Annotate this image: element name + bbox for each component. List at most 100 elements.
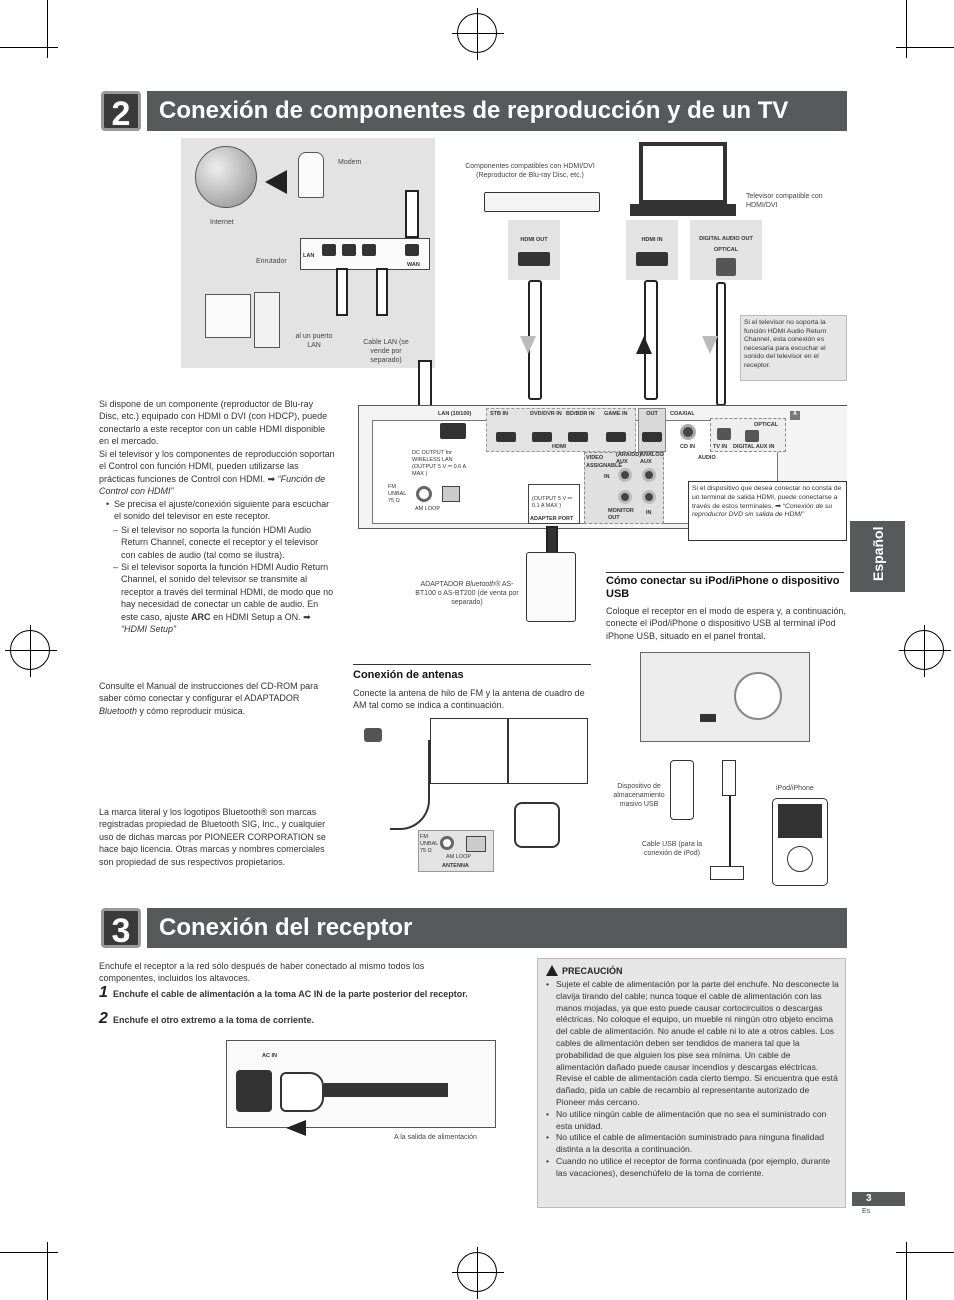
coaxial-label: COAXIAL xyxy=(670,411,695,417)
ipod-text: Coloque el receptor en el modo de espera… xyxy=(606,606,846,641)
outlet-label: A la salida de alimentación xyxy=(394,1134,477,1141)
stb-in-label: STB IN xyxy=(490,411,509,417)
hdmi-out-panel xyxy=(508,220,560,280)
step-number: 1 xyxy=(99,984,108,1001)
trademark-paragraph: La marca literal y los logotipos Bluetoo… xyxy=(99,807,326,867)
crop-mark xyxy=(47,0,48,58)
section-title: Conexión de componentes de reproducción … xyxy=(147,91,847,131)
hdmi-port xyxy=(636,252,668,266)
adapter-connector xyxy=(546,526,558,554)
caution-item: •Sujete el cable de alimentación por la … xyxy=(546,979,839,1107)
lan-port xyxy=(440,423,466,439)
ipod-wheel xyxy=(787,846,813,872)
hdmi-in-panel xyxy=(626,220,678,280)
bluetooth-paragraph: Consulte el Manual de instrucciones del … xyxy=(99,681,319,716)
globe-icon xyxy=(195,146,257,208)
optical-port xyxy=(717,428,731,440)
bluetooth-adapter-icon xyxy=(526,552,576,622)
bluray-player-icon xyxy=(484,192,600,212)
audio-label: AUDIO xyxy=(698,455,716,461)
crop-mark xyxy=(896,1252,954,1253)
fm-antenna-connector xyxy=(364,728,382,742)
in-label: IN xyxy=(646,510,652,516)
rca-jack xyxy=(642,490,656,504)
ara-dd-label: (ARA/DD) AUX xyxy=(616,452,642,465)
fm-label: FM UNBAL 75 Ω xyxy=(388,484,407,504)
hdmi-port xyxy=(518,252,550,266)
lan-port-label: LAN (10/100) xyxy=(438,411,472,417)
arrow-left-icon xyxy=(286,1120,306,1136)
am-terminal xyxy=(466,836,486,852)
router-wan-label: WAN xyxy=(407,262,420,268)
router-wan-port xyxy=(405,244,419,256)
router-lan-label: LAN xyxy=(303,253,315,259)
hdmi-out-label: HDMI OUT xyxy=(520,237,548,243)
hdmi-inputs-panel xyxy=(486,408,636,452)
crop-mark xyxy=(0,47,58,48)
tv-icon xyxy=(639,142,727,204)
antenna-heading: Conexión de antenas xyxy=(353,669,464,681)
power-cord xyxy=(324,1083,448,1097)
tv-compatible-label: Televisor compatible con HDMI/DVI xyxy=(746,193,823,209)
ethernet-cable xyxy=(405,190,419,238)
step-text: Enchufe el otro extremo a la toma de cor… xyxy=(113,1015,315,1025)
router-label: Enrutador xyxy=(256,258,287,265)
page-lang: Es xyxy=(862,1208,871,1215)
ac-in-label: AC IN xyxy=(262,1053,277,1059)
adapter-port-label: ADAPTER PORT xyxy=(530,516,574,522)
am-loop-label: AM LOOP xyxy=(415,506,441,512)
fm-jack xyxy=(416,486,432,502)
hdmi-out-block xyxy=(638,408,666,452)
power-plug-icon xyxy=(280,1072,324,1112)
tv-note-box: Si el televisor no soporta la función HD… xyxy=(740,315,847,381)
ethernet-cable xyxy=(376,268,388,316)
ethernet-cable xyxy=(336,268,348,316)
usb-plug-icon xyxy=(722,760,736,796)
usb-device-label: Dispositivo de almacenamiento masivo USB xyxy=(613,783,665,808)
digital-aux-in-label: DIGITAL AUX IN xyxy=(733,444,775,450)
fm-wire xyxy=(390,740,430,830)
dc-output-label: DC OUTPUT for WIRELESS LAN (OUTPUT 5 V ⎓… xyxy=(412,450,466,477)
arrow-up-icon xyxy=(636,336,652,354)
adapter-port-block xyxy=(528,484,580,524)
hdmi-control-paragraph: Si el televisor y los componentes de rep… xyxy=(99,449,335,497)
arrow-down-icon xyxy=(702,336,718,354)
monitor-out-label: MONITOR OUT xyxy=(608,508,634,521)
adapter-caption: ADAPTADOR Bluetooth® AS-BT100 o AS-BT200… xyxy=(415,581,519,606)
tv-stand xyxy=(630,204,736,216)
ethernet-cable xyxy=(418,360,432,408)
assignable-label: ASSIGNABLE xyxy=(586,463,623,469)
crop-mark xyxy=(47,1242,48,1300)
computer-tower-icon xyxy=(254,292,280,348)
modem-label: Modem xyxy=(338,159,362,166)
antenna-am-label: AM LOOP xyxy=(446,854,472,860)
volume-knob xyxy=(734,672,782,720)
hdmi-port xyxy=(496,432,516,442)
caution-item: •No utilice el cable de alimentación sum… xyxy=(546,1132,825,1155)
ac-inlet-icon xyxy=(236,1070,272,1112)
router-port xyxy=(342,244,356,256)
section-number: 2 xyxy=(101,91,141,133)
crop-mark xyxy=(906,0,907,58)
intro-paragraph: Si dispone de un componente (reproductor… xyxy=(99,399,328,447)
dvd-note-text: Si el dispositivo que desea conectar no … xyxy=(692,485,842,510)
section-number: 3 xyxy=(101,908,141,950)
optical-port xyxy=(745,430,759,442)
panel-letter: A xyxy=(790,411,800,420)
optical-label: OPTICAL xyxy=(754,422,779,428)
antenna-fm-label: FM UNBAL 75 Ω xyxy=(420,834,439,854)
optical-label: OPTICAL xyxy=(713,247,739,253)
analog-label: ANALOG AUX xyxy=(640,452,664,465)
arrow-left-icon xyxy=(265,170,287,194)
hdmi-components-label: Componentes compatibles con HDMI/DVI (Re… xyxy=(465,163,595,179)
digital-audio-out-label: DIGITAL AUDIO OUT xyxy=(699,236,753,242)
rca-jack xyxy=(618,490,632,504)
router-port xyxy=(322,244,336,256)
crop-mark xyxy=(0,1252,58,1253)
divider xyxy=(353,664,591,665)
dash-item: –Si el televisor soporta la función HDMI… xyxy=(113,562,334,635)
usb-cable xyxy=(729,796,731,866)
ipod-heading: Cómo conectar su iPod/iPhone o dispositi… xyxy=(606,575,840,600)
am-loop-step1 xyxy=(430,718,508,784)
tv-in-label: TV IN xyxy=(713,444,728,450)
